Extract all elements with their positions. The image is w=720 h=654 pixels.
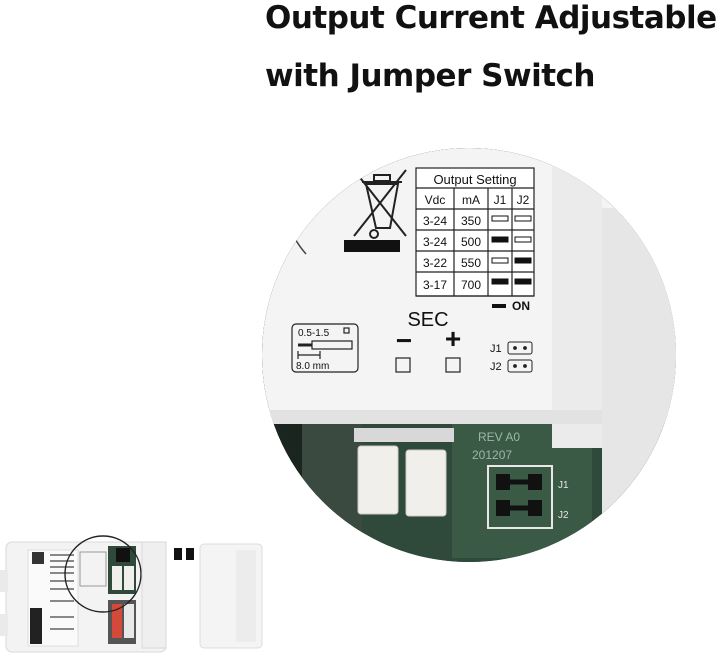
row2-j1-mark xyxy=(491,236,509,243)
row1-j1-mark xyxy=(491,215,509,222)
row4-j2-mark xyxy=(514,278,532,285)
weee-bar xyxy=(344,240,400,252)
row1-ma: 350 xyxy=(461,214,481,228)
row2-j2-mark xyxy=(514,236,532,243)
row1-j2-mark xyxy=(514,215,532,222)
table-header-j2: J2 xyxy=(517,193,530,207)
sec-plus-sign: + xyxy=(445,323,461,354)
on-legend-mark xyxy=(492,304,506,308)
sec-minus-sign: − xyxy=(396,325,412,356)
wire-size-label: 0.5-1.5 xyxy=(298,328,330,339)
pcb-rev-label: REV A0 xyxy=(478,430,520,444)
table-header-ma: mA xyxy=(462,193,480,207)
wire-strip-box xyxy=(291,323,359,373)
row2-ma: 500 xyxy=(461,235,481,249)
magnified-detail-illustration: Output Setting Vdc mA J1 J2 3-24 350 3-2… xyxy=(262,148,676,562)
jumper-j2-label: J2 xyxy=(490,361,502,373)
wire-length-label: 8.0 mm xyxy=(296,361,329,372)
headline-line-1: Output Current Adjustable xyxy=(265,0,717,36)
pcb-j1-label: J1 xyxy=(558,480,569,491)
row4-vdc: 3-17 xyxy=(423,278,447,292)
headline-line-2: with Jumper Switch xyxy=(265,58,596,94)
row3-ma: 550 xyxy=(461,256,481,270)
sec-label: SEC xyxy=(407,309,448,331)
on-legend-label: ON xyxy=(512,299,530,313)
row1-vdc: 3-24 xyxy=(423,214,447,228)
table-header-j1: J1 xyxy=(494,193,507,207)
row4-j1-mark xyxy=(491,278,509,285)
row3-j1-mark xyxy=(491,257,509,264)
magnified-detail-circle: Output Setting Vdc mA J1 J2 3-24 350 3-2… xyxy=(262,148,676,562)
push-terminal-minus xyxy=(357,445,399,515)
jumper-state-marks xyxy=(491,215,532,285)
pcb-date-label: 201207 xyxy=(472,448,512,462)
pcb-jumper-header xyxy=(487,465,553,529)
pcb-j2-label: J2 xyxy=(558,510,569,521)
jumper-pin-icons xyxy=(507,341,533,373)
weee-bin-icon xyxy=(353,169,407,239)
row3-j2-mark xyxy=(514,257,532,264)
sec-minus-terminal xyxy=(395,357,411,373)
sec-plus-terminal xyxy=(445,357,461,373)
jumper-j1-label: J1 xyxy=(490,343,502,355)
magnifier-indicator xyxy=(64,535,142,613)
led-driver-product-photo xyxy=(0,535,263,653)
output-table-title: Output Setting xyxy=(433,172,516,187)
table-header-vdc: Vdc xyxy=(425,193,446,207)
row2-vdc: 3-24 xyxy=(423,235,447,249)
push-terminal-plus xyxy=(405,449,447,517)
row4-ma: 700 xyxy=(461,278,481,292)
output-setting-table xyxy=(415,167,535,297)
row3-vdc: 3-22 xyxy=(423,256,447,270)
